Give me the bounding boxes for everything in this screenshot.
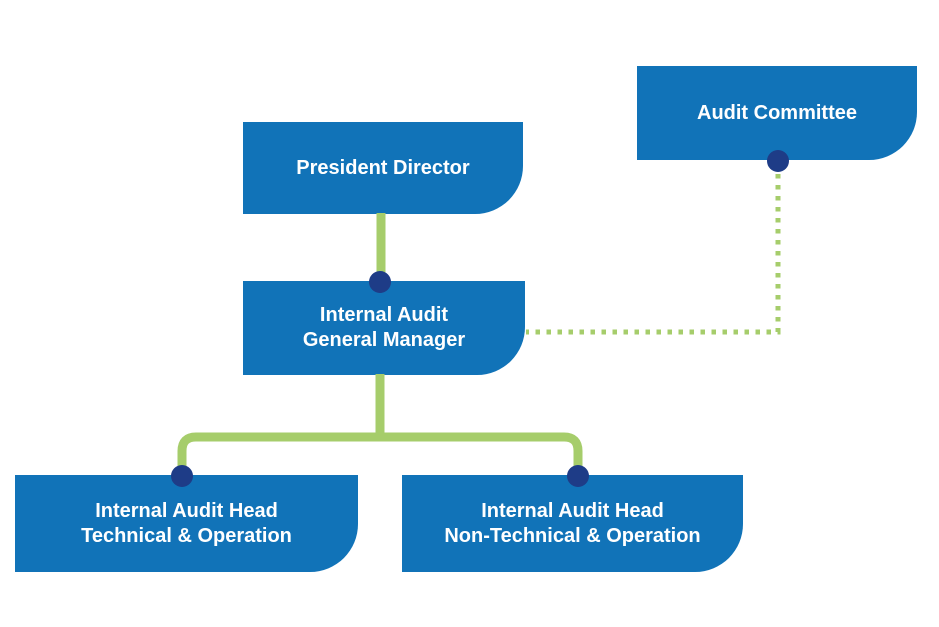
node-head-tech-label-line2: Technical & Operation [81,524,292,547]
node-president-director: President Director [243,122,523,214]
node-head-nontech-label-line2: Non-Technical & Operation [444,524,701,547]
node-audit-committee: Audit Committee [637,66,917,160]
node-internal-audit-head-non-technical: Internal Audit Head Non-Technical & Oper… [402,475,743,572]
node-gm-label-line2: General Manager [302,329,466,351]
node-internal-audit-head-technical: Internal Audit Head Technical & Operatio… [15,475,358,572]
node-head-nontech-label-line1: Internal Audit Head [481,499,664,522]
connector-branch-to-heads [177,432,583,478]
connector-audit-committee-to-gm-dotted [526,174,781,335]
node-audit-committee-label: Audit Committee [697,101,857,124]
node-president-director-label: President Director [296,156,470,179]
node-gm-label-line1: Internal Audit [319,304,449,326]
node-head-tech-label-line1: Internal Audit Head [95,499,278,522]
node-internal-audit-general-manager: Internal Audit General Manager [243,281,525,375]
